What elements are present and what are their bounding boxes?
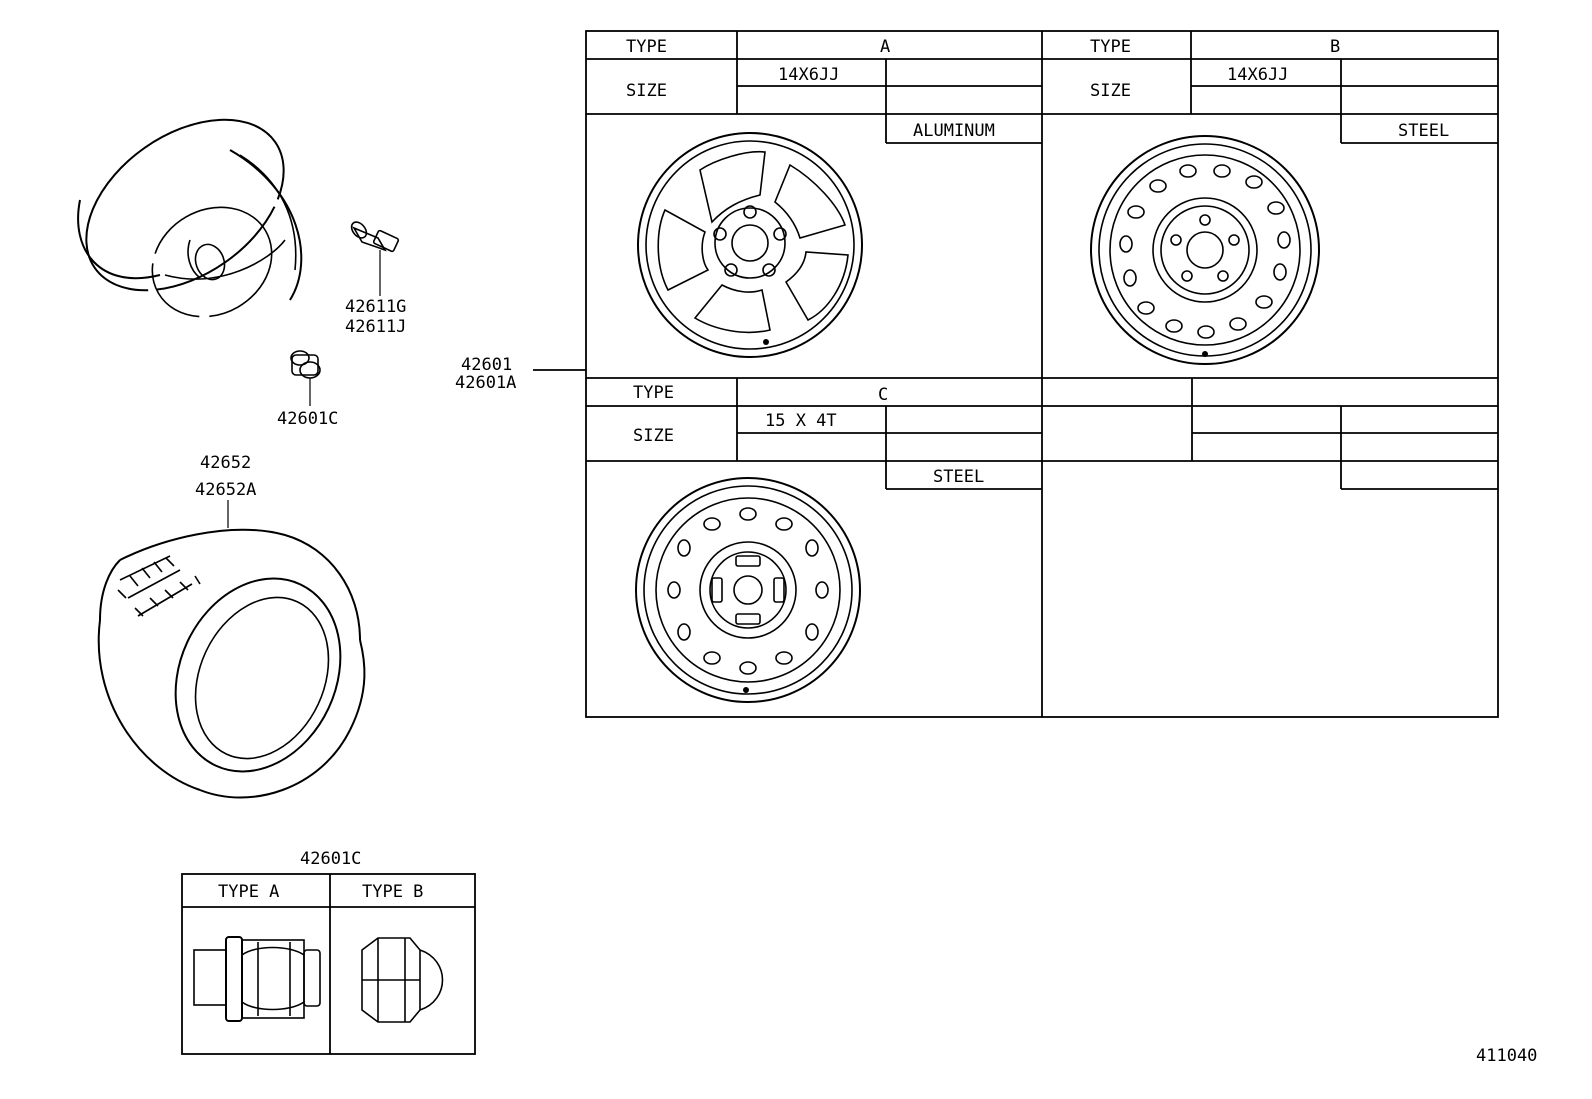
type-b-size-label: SIZE — [1090, 81, 1131, 101]
type-b-size-value: 14X6JJ — [1227, 65, 1288, 85]
type-b-material: STEEL — [1398, 121, 1449, 141]
callout-wheel-2: 42601A — [455, 373, 516, 393]
type-b-type-label: TYPE — [1090, 37, 1131, 57]
nut-type-a-label: TYPE A — [218, 882, 279, 902]
type-a-type-label: TYPE — [626, 37, 667, 57]
wheel-table — [585, 30, 1499, 718]
callout-valve-1: 42611G — [345, 297, 406, 317]
callout-weight: 42601C — [277, 409, 338, 429]
steel-wheel-b-drawing — [1090, 135, 1320, 365]
type-a-size-label: SIZE — [626, 81, 667, 101]
wheel-c-valve-hole — [743, 687, 749, 693]
callout-wheel-1: 42601 — [461, 355, 512, 375]
diagram-number: 411040 — [1476, 1046, 1537, 1066]
type-c-type-label: TYPE — [633, 383, 674, 403]
type-c-value: C — [878, 385, 888, 405]
type-c-material: STEEL — [933, 467, 984, 487]
type-c-size-label: SIZE — [633, 426, 674, 446]
type-a-value: A — [880, 37, 890, 57]
lug-nut-type-b-drawing — [361, 937, 444, 1023]
steel-wheel-c-drawing — [635, 477, 861, 703]
tire-drawing — [97, 528, 366, 799]
wheel-b-valve-hole — [1202, 351, 1208, 357]
callout-valve-2: 42611J — [345, 317, 406, 337]
nut-table — [181, 873, 476, 1055]
type-b-value: B — [1330, 37, 1340, 57]
aluminum-wheel-drawing — [637, 132, 863, 358]
valve-stem-drawing — [350, 221, 400, 296]
type-c-size-value: 15 X 4T — [765, 411, 837, 431]
callout-tire-1: 42652 — [200, 453, 251, 473]
wheel-a-valve-hole — [763, 339, 769, 345]
wheel-weight-drawing — [290, 350, 321, 406]
spare-wheel-drawing — [77, 118, 303, 318]
lug-nut-type-a-drawing — [193, 936, 321, 1022]
callout-tire-2: 42652A — [195, 480, 256, 500]
nut-type-b-label: TYPE B — [362, 882, 423, 902]
type-a-size-value: 14X6JJ — [778, 65, 839, 85]
type-a-material: ALUMINUM — [913, 121, 995, 141]
callout-nut-table: 42601C — [300, 849, 361, 869]
